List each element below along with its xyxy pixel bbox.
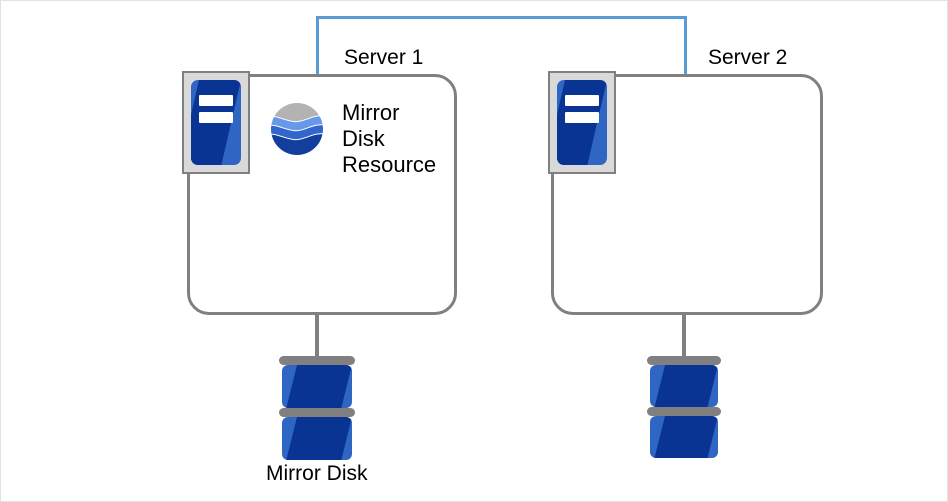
mirror-disk-label: Mirror Disk (266, 462, 368, 485)
disk-plate-top (647, 356, 721, 365)
resource-label-line-1: Mirror (342, 100, 400, 125)
disk-plate-middle (279, 408, 355, 417)
server-tower-bar-top (565, 95, 599, 107)
disk-body-upper (650, 365, 718, 407)
server-1-disk-connector (315, 314, 319, 360)
disk-body-shade (286, 417, 352, 460)
disk-plate-middle (647, 407, 721, 416)
server-icon (548, 71, 616, 174)
server-tower-bar-bottom (199, 112, 233, 124)
mirror-disk-resource-label: Mirror Disk Resource (342, 100, 436, 178)
disk-body-upper (282, 365, 352, 408)
resource-label-line-2: Disk (342, 126, 385, 151)
disk-plate-top (279, 356, 355, 365)
server-2-disk-connector (682, 314, 686, 360)
server-2-label: Server 2 (708, 46, 788, 69)
disk-body-lower (650, 416, 718, 458)
server-icon (182, 71, 250, 174)
server-1-disk-icon (279, 356, 355, 460)
server-tower-graphic (557, 80, 607, 165)
disk-body-shade (286, 365, 352, 408)
server-1-label: Server 1 (344, 46, 424, 69)
server-tower-graphic (191, 80, 241, 165)
server-tower-bar-top (199, 95, 233, 107)
resource-label-line-3: Resource (342, 152, 437, 177)
disk-body-lower (282, 417, 352, 460)
disk-body-shade (654, 416, 718, 458)
server-tower-bar-bottom (565, 112, 599, 124)
mirror-disk-resource-icon (271, 103, 323, 155)
server-2-disk-icon (647, 356, 721, 458)
cluster-link-bracket (316, 16, 687, 77)
disk-body-shade (654, 365, 718, 407)
